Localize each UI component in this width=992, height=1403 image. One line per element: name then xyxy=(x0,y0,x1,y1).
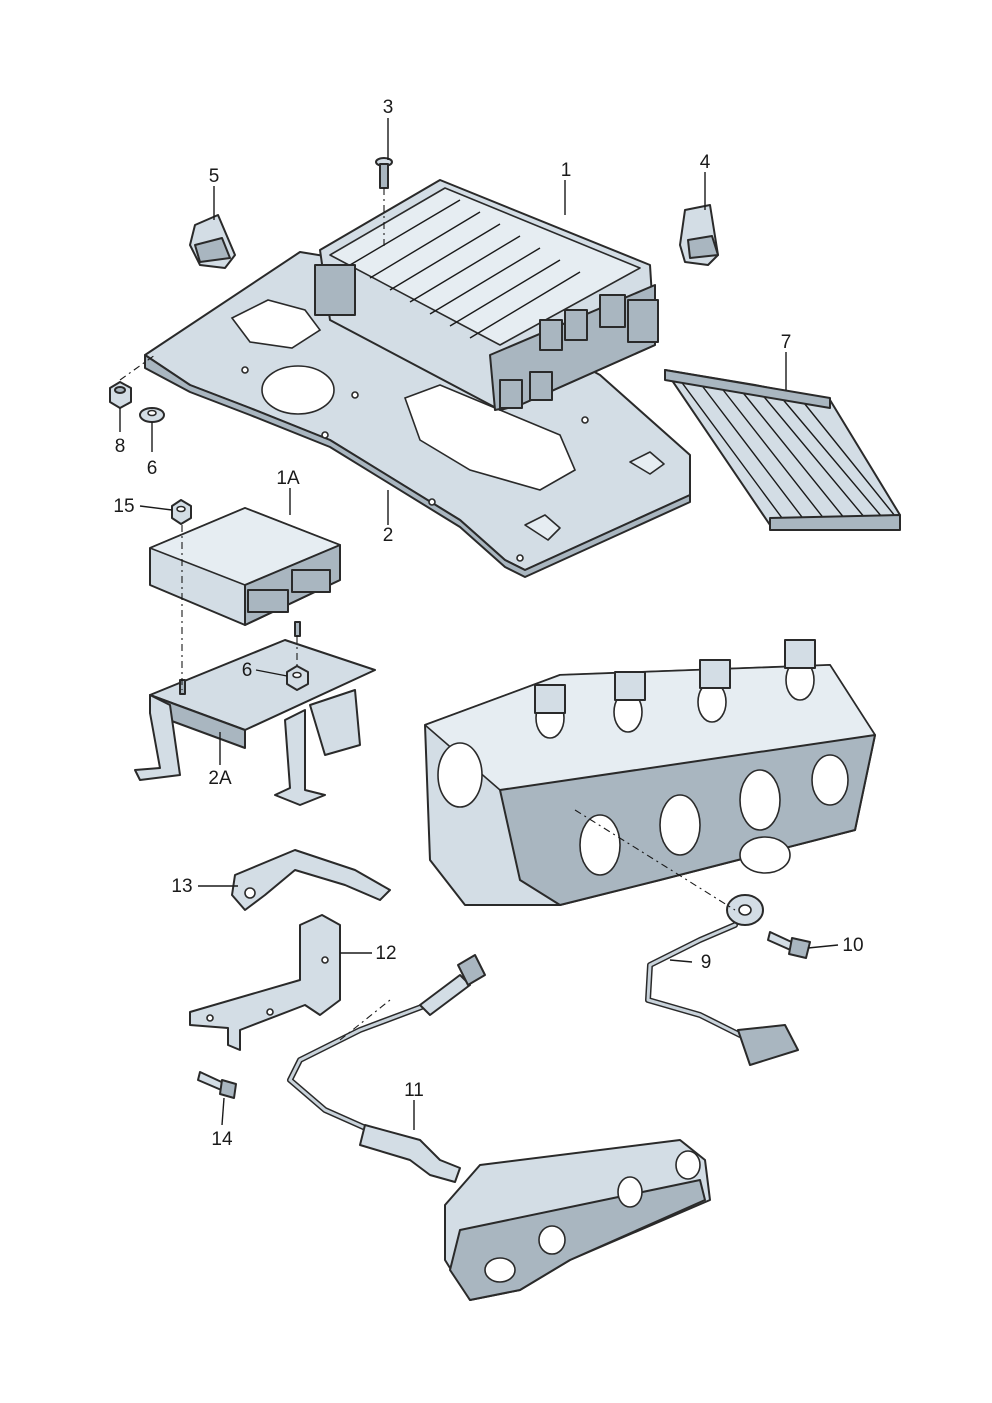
part-14-screw xyxy=(197,1071,237,1099)
part-8-nut xyxy=(109,381,132,409)
cylinder-head xyxy=(424,639,876,906)
callout-2A: 2A xyxy=(208,768,232,789)
callout-labels: 3 1 4 5 7 8 6 1A 15 2 6 2A 13 12 9 10 11… xyxy=(113,97,863,1150)
part-2-mounting-plate xyxy=(144,251,691,578)
part-15-nut xyxy=(171,499,192,525)
callout-11: 11 xyxy=(404,1080,424,1101)
callout-10: 10 xyxy=(842,935,863,956)
part-12-bracket xyxy=(189,914,341,1051)
part-11-lambda-probe xyxy=(287,954,486,1183)
part-6-nut-lower xyxy=(286,665,309,691)
callout-1A: 1A xyxy=(276,468,300,489)
part-1-control-unit xyxy=(314,179,659,411)
callout-8: 8 xyxy=(115,436,126,457)
assembly-axes xyxy=(119,188,736,1041)
part-9-knock-sensor xyxy=(645,894,799,1066)
callout-4: 4 xyxy=(700,152,711,173)
callout-13: 13 xyxy=(171,876,192,897)
callout-6-lower: 6 xyxy=(242,660,253,681)
callout-7: 7 xyxy=(781,332,792,353)
part-3-screw xyxy=(375,157,393,189)
exhaust-manifold xyxy=(444,1139,711,1301)
callout-14: 14 xyxy=(211,1129,233,1150)
callout-12: 12 xyxy=(375,943,396,964)
part-1A-ecu xyxy=(149,507,341,626)
part-13-bracket xyxy=(231,849,391,911)
part-7-panel xyxy=(664,369,901,531)
callout-1: 1 xyxy=(561,160,572,181)
part-5-clip xyxy=(189,214,236,269)
callout-15: 15 xyxy=(113,496,134,517)
callout-5: 5 xyxy=(209,166,220,187)
part-10-bolt xyxy=(767,931,811,959)
callout-2: 2 xyxy=(383,525,394,546)
part-6-washer-upper xyxy=(139,407,165,423)
part-2A-bracket xyxy=(134,621,376,806)
callout-3: 3 xyxy=(383,97,394,118)
part-4-clip xyxy=(679,204,719,266)
callout-6-upper: 6 xyxy=(147,458,158,479)
callout-9: 9 xyxy=(701,952,712,973)
leader-lines xyxy=(119,118,839,1130)
